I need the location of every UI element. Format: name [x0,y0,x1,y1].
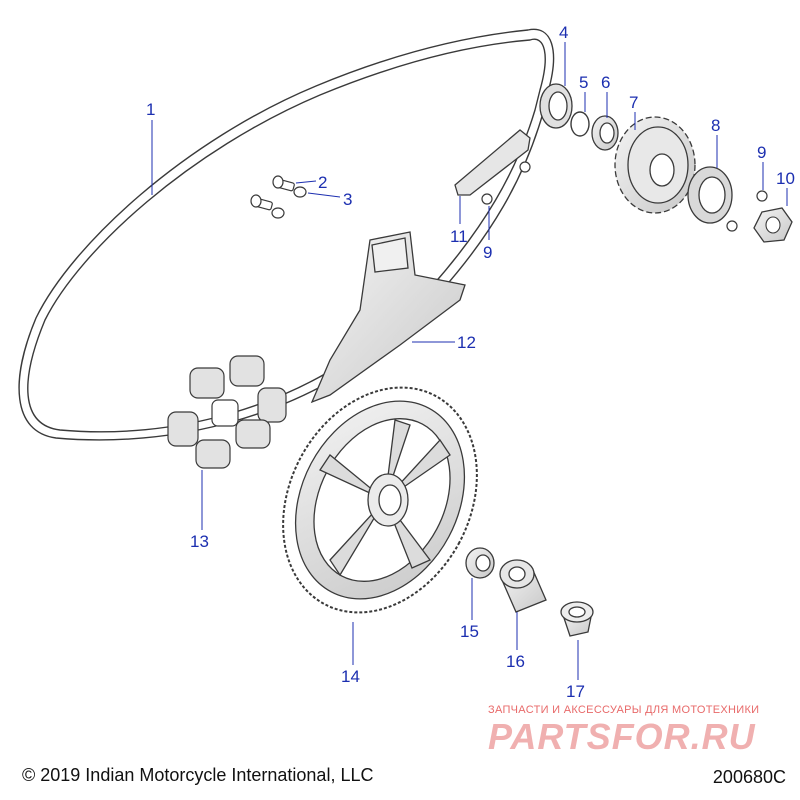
leader-lines [151,42,788,680]
callout-15: 15 [460,622,479,641]
callout-9: 9 [757,143,766,162]
bolt-and-washer-set [250,175,307,219]
belt-guard [310,231,466,404]
callout-14: 14 [341,667,360,686]
callout-numbers: 1 2 3 4 5 6 7 8 9 10 11 9 12 13 14 15 16… [146,23,795,701]
callout-9b: 9 [483,243,492,262]
retaining-plate [687,166,733,224]
wheel-bearing [499,559,547,613]
callout-16: 16 [506,652,525,671]
drive-belt [18,28,555,441]
guard-bracket [454,129,531,196]
bearing [591,115,619,151]
spacer [465,547,495,579]
callout-1: 1 [146,100,155,119]
bushing [560,601,594,637]
drawing-number: 200680C [712,767,786,787]
callout-11: 11 [450,227,468,246]
copyright-notice: © 2019 Indian Motorcycle International, … [22,765,374,785]
seal [539,83,573,129]
nut-bore [765,216,781,234]
watermark-logo: PARTSFOR.RU [488,716,756,757]
watermark-tagline: ЗАПЧАСТИ И АКСЕССУАРЫ ДЛЯ МОТОТЕХНИКИ [488,704,760,716]
callout-17: 17 [566,682,585,701]
callout-4: 4 [559,23,568,42]
callout-13: 13 [190,532,209,551]
front-sprocket [614,116,696,214]
callout-6: 6 [601,73,610,92]
o-ring [570,111,590,137]
screw [481,161,768,232]
callout-2: 2 [318,173,327,192]
cush-drive-dampers [167,355,287,469]
callout-8: 8 [711,116,720,135]
rear-pulley [282,386,478,614]
callout-10: 10 [776,169,795,188]
callout-5: 5 [579,73,588,92]
callout-7: 7 [629,93,638,112]
callout-3: 3 [343,190,352,209]
callout-12: 12 [457,333,476,352]
